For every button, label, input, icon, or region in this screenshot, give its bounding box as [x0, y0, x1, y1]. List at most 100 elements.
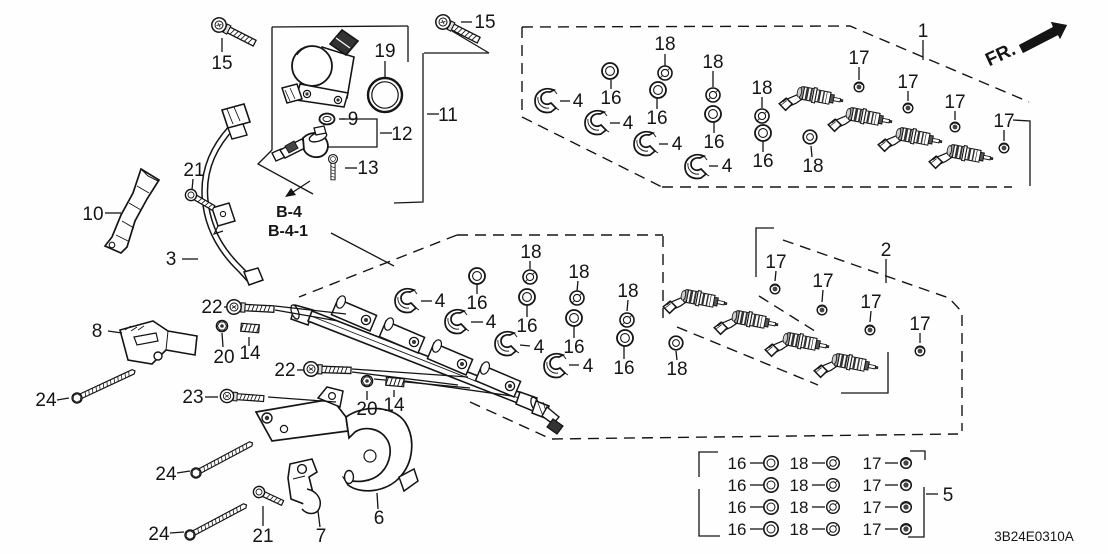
- callout-2: 2: [881, 240, 892, 261]
- clip-glyph: [394, 287, 420, 314]
- clip-glyph: [633, 130, 659, 157]
- injector-glyph: [811, 347, 881, 389]
- callout-24: 24: [35, 390, 57, 411]
- callout-17: 17: [848, 48, 869, 69]
- leader-line: [626, 299, 629, 312]
- sbolt-glyph: [182, 186, 218, 214]
- callout-17: 17: [765, 252, 786, 273]
- bracket-line: [910, 450, 926, 460]
- ring-glyph: [518, 288, 536, 306]
- ring-glyph: [565, 309, 583, 327]
- leader-line: [821, 289, 824, 303]
- joint-pipe-12: [271, 125, 329, 162]
- injector-glyph: [926, 138, 996, 180]
- nut17-glyph: [998, 142, 1010, 154]
- callout-11: 11: [438, 105, 458, 126]
- bolt-glyph: [302, 360, 352, 379]
- sbolt-glyph: [327, 153, 339, 181]
- callout-13: 13: [357, 158, 378, 179]
- lbolt-glyph: [69, 365, 138, 406]
- leader-line: [107, 330, 123, 334]
- legend-cell-label: 18: [790, 498, 809, 517]
- sbolt-glyph: [250, 483, 286, 509]
- callout-4: 4: [583, 356, 594, 377]
- washer-glyph: [825, 499, 841, 515]
- bracket-line: [698, 489, 720, 537]
- group-boundary-dashed: [521, 25, 1030, 103]
- callout-8: 8: [92, 321, 103, 342]
- callout-17: 17: [944, 92, 965, 113]
- callout-4: 4: [722, 156, 733, 177]
- callout-16: 16: [646, 108, 667, 129]
- fr-direction-label: FR.: [982, 39, 1019, 71]
- group-boundary-dashed: [298, 234, 458, 298]
- callout-6: 6: [374, 508, 385, 529]
- callout-1: 1: [918, 21, 929, 42]
- callout-22: 22: [201, 297, 222, 318]
- stay-bracket-10: [103, 167, 161, 255]
- callout-15: 15: [474, 12, 495, 33]
- nut17-glyph: [949, 121, 961, 133]
- clamp-bracket-7: [287, 458, 321, 515]
- nut17-glyph: [902, 102, 914, 114]
- nut17-glyph: [899, 478, 913, 492]
- washer-glyph: [657, 65, 673, 81]
- rail-injector-lug: [330, 295, 378, 332]
- nut-glyph: [360, 374, 374, 388]
- callout-15: 15: [211, 53, 232, 74]
- callout-18: 18: [666, 359, 687, 380]
- injector-glyph: [875, 121, 945, 163]
- injector-glyph: [711, 304, 781, 346]
- callout-17: 17: [812, 271, 833, 292]
- callout-18: 18: [520, 242, 541, 263]
- nut17-glyph: [899, 456, 913, 470]
- leader-line: [169, 531, 185, 534]
- legend-cell-label: 16: [728, 498, 747, 517]
- washer-glyph: [825, 455, 841, 471]
- callout-19: 19: [374, 41, 395, 62]
- callout-18: 18: [617, 281, 638, 302]
- callout-4: 4: [486, 312, 497, 333]
- callout-9: 9: [348, 109, 359, 130]
- callout-5: 5: [943, 485, 954, 506]
- callout-18: 18: [654, 34, 675, 55]
- leader-line: [176, 470, 191, 474]
- callout-17: 17: [897, 72, 918, 93]
- ring-glyph: [616, 329, 634, 347]
- lbolt-glyph: [188, 437, 256, 481]
- callout-18: 18: [751, 78, 772, 99]
- pressure-sensor: [531, 400, 564, 435]
- leader-line: [351, 371, 459, 386]
- legend-cell-label: 16: [728, 454, 747, 473]
- callout-24: 24: [155, 464, 177, 485]
- group-boundary-dashed: [782, 239, 963, 431]
- callout-16: 16: [516, 316, 537, 337]
- fuel-feed-pipe-3: [201, 103, 264, 286]
- arrowhead-icon: [285, 188, 296, 197]
- leader-line: [191, 178, 194, 191]
- group-boundary-dashed: [521, 116, 663, 188]
- bolt-glyph: [219, 388, 265, 406]
- high-pressure-pump: [281, 28, 360, 108]
- leader-line: [869, 310, 872, 323]
- bracket-line: [1012, 119, 1031, 186]
- washer-glyph: [825, 521, 841, 537]
- nut17-glyph: [816, 304, 828, 316]
- clip-glyph: [444, 308, 470, 335]
- group-boundary-dashed: [758, 295, 819, 334]
- callout-14: 14: [383, 395, 405, 416]
- nut17-glyph: [899, 522, 913, 536]
- legend-cell-label: 18: [790, 454, 809, 473]
- leader-line: [267, 396, 337, 403]
- callout-21: 21: [183, 160, 204, 181]
- fuel-rail: [290, 295, 564, 435]
- washer-glyph: [569, 290, 585, 306]
- spring-glyph: [240, 322, 260, 334]
- bracket-line: [256, 149, 314, 195]
- bracket-line: [328, 118, 378, 148]
- bracket-8: [119, 320, 198, 365]
- leader-line: [774, 270, 777, 282]
- bracket-line: [271, 25, 409, 28]
